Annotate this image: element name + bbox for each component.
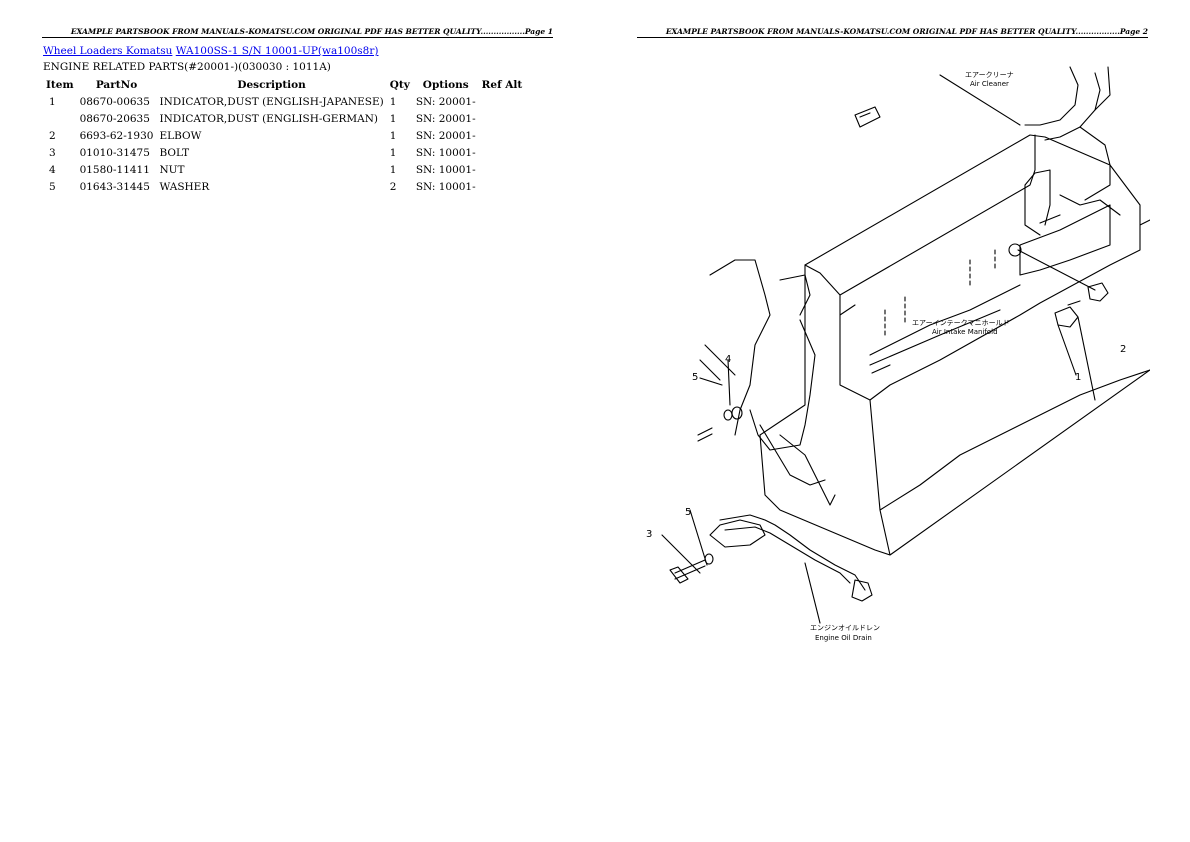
engine-lower bbox=[869, 369, 1150, 556]
table-row: 5 01643-31445 WASHER 2 SN: 10001- bbox=[43, 178, 525, 195]
engine-top-edge bbox=[804, 134, 1036, 316]
cell-partno: 6693-62-1930 bbox=[79, 129, 154, 142]
cell-description: WASHER bbox=[159, 180, 210, 193]
cell-partno: 01010-31475 bbox=[79, 146, 150, 159]
col-header-options: Options bbox=[422, 78, 469, 91]
cell-partno: 01580-11411 bbox=[79, 163, 150, 176]
cell-item: 4 bbox=[49, 163, 56, 176]
indicator-port bbox=[1008, 243, 1022, 257]
cell-qty: 2 bbox=[389, 180, 397, 193]
direction-badge bbox=[854, 106, 881, 128]
callout-4: 4 bbox=[725, 354, 731, 365]
air-cleaner-pipe bbox=[1024, 66, 1101, 236]
drain-bracket bbox=[709, 519, 766, 548]
cell-options: SN: 10001- bbox=[415, 180, 476, 193]
col-header-description: Description bbox=[237, 78, 306, 91]
callout-3: 3 bbox=[646, 529, 652, 540]
cell-qty: 1 bbox=[389, 146, 397, 159]
bolt-part-upper bbox=[697, 427, 713, 442]
leader-lines bbox=[661, 74, 1096, 624]
indicator-part bbox=[1054, 300, 1081, 328]
col-header-ref-alt: Ref Alt bbox=[481, 78, 523, 91]
label-drain: Engine Oil Drain bbox=[815, 634, 872, 642]
table-row: 1 08670-00635 INDICATOR,DUST (ENGLISH-JA… bbox=[43, 93, 525, 110]
cell-options: SN: 10001- bbox=[415, 163, 476, 176]
cell-ref-alt bbox=[479, 161, 526, 178]
cell-description: ELBOW bbox=[159, 129, 202, 142]
cell-qty: 1 bbox=[389, 112, 397, 125]
cell-partno: 01643-31445 bbox=[79, 180, 150, 193]
label-air-cleaner-jp: エアークリーナ bbox=[965, 71, 1014, 79]
cell-ref-alt bbox=[479, 110, 526, 127]
cell-qty: 1 bbox=[389, 95, 397, 108]
washer-part-upper bbox=[723, 409, 733, 421]
oil-drain-pipe bbox=[719, 514, 866, 591]
section-title: ENGINE RELATED PARTS(#20001-)(030030 : 1… bbox=[43, 61, 331, 73]
engine-side bbox=[839, 224, 1141, 401]
cell-description: NUT bbox=[159, 163, 185, 176]
col-header-item: Item bbox=[46, 78, 74, 91]
lower-bracket bbox=[1019, 194, 1121, 276]
fan-housing bbox=[709, 259, 816, 451]
cell-item: 3 bbox=[49, 146, 56, 159]
cell-item: 2 bbox=[49, 129, 56, 142]
air-cleaner-pipe-ext bbox=[1079, 66, 1111, 201]
table-row: 4 01580-11411 NUT 1 SN: 10001- bbox=[43, 161, 525, 178]
parts-diagram: エアークリーナ Air Cleaner エアーインテークマニホールド Air I… bbox=[640, 55, 1150, 680]
cell-description: BOLT bbox=[159, 146, 190, 159]
parts-table: Item PartNo Description Qty Options Ref … bbox=[43, 76, 525, 195]
cell-options: SN: 20001- bbox=[415, 129, 476, 142]
callout-2: 2 bbox=[1120, 344, 1126, 355]
breadcrumb: Wheel Loaders Komatsu WA100SS-1 S/N 1000… bbox=[43, 45, 378, 57]
callout-5-lower: 5 bbox=[685, 507, 691, 518]
page-header-right: EXAMPLE PARTSBOOK FROM MANUALS-KOMATSU.C… bbox=[637, 27, 1148, 38]
table-header-row: Item PartNo Description Qty Options Ref … bbox=[43, 76, 525, 93]
table-row: 2 6693-62-1930 ELBOW 1 SN: 20001- bbox=[43, 127, 525, 144]
cell-options: SN: 20001- bbox=[415, 95, 476, 108]
label-intake: Air Intake Manifold bbox=[932, 328, 998, 336]
breadcrumb-link-model[interactable]: WA100SS-1 S/N 10001-UP(wa100s8r) bbox=[175, 45, 379, 57]
label-drain-jp: エンジンオイルドレン bbox=[810, 624, 880, 632]
cell-item: 1 bbox=[49, 95, 56, 108]
table-row: 3 01010-31475 BOLT 1 SN: 10001- bbox=[43, 144, 525, 161]
cell-options: SN: 20001- bbox=[415, 112, 476, 125]
oil-drain-fitting bbox=[851, 579, 873, 602]
table-row: 08670-20635 INDICATOR,DUST (ENGLISH-GERM… bbox=[43, 110, 525, 127]
cell-description: INDICATOR,DUST (ENGLISH-GERMAN) bbox=[159, 112, 378, 125]
bolt-part bbox=[669, 559, 706, 584]
callout-1: 1 bbox=[1075, 372, 1081, 383]
cell-ref-alt bbox=[479, 178, 526, 195]
cell-partno: 08670-20635 bbox=[79, 112, 150, 125]
label-air-cleaner: Air Cleaner bbox=[970, 80, 1009, 88]
nut-part bbox=[731, 406, 743, 420]
cell-partno: 08670-00635 bbox=[79, 95, 150, 108]
cell-item bbox=[43, 110, 77, 127]
breadcrumb-link-category[interactable]: Wheel Loaders Komatsu bbox=[43, 45, 173, 57]
elbow-part bbox=[1087, 282, 1109, 302]
cell-qty: 1 bbox=[389, 163, 397, 176]
cell-qty: 1 bbox=[389, 129, 397, 142]
cell-options: SN: 10001- bbox=[415, 146, 476, 159]
label-intake-jp: エアーインテークマニホールド bbox=[912, 319, 1010, 327]
manifold-line bbox=[869, 284, 1021, 374]
fan-guard bbox=[699, 344, 736, 381]
cell-description: INDICATOR,DUST (ENGLISH-JAPANESE) bbox=[159, 95, 384, 108]
col-header-partno: PartNo bbox=[95, 78, 138, 91]
cell-item: 5 bbox=[49, 180, 56, 193]
page-header-left: EXAMPLE PARTSBOOK FROM MANUALS-KOMATSU.C… bbox=[42, 27, 553, 38]
cell-ref-alt bbox=[479, 93, 526, 110]
cell-ref-alt bbox=[479, 127, 526, 144]
col-header-qty: Qty bbox=[389, 78, 410, 91]
callout-5-upper: 5 bbox=[692, 372, 698, 383]
engine-block bbox=[759, 134, 1150, 556]
cell-ref-alt bbox=[479, 144, 526, 161]
fan-blade bbox=[759, 424, 836, 506]
